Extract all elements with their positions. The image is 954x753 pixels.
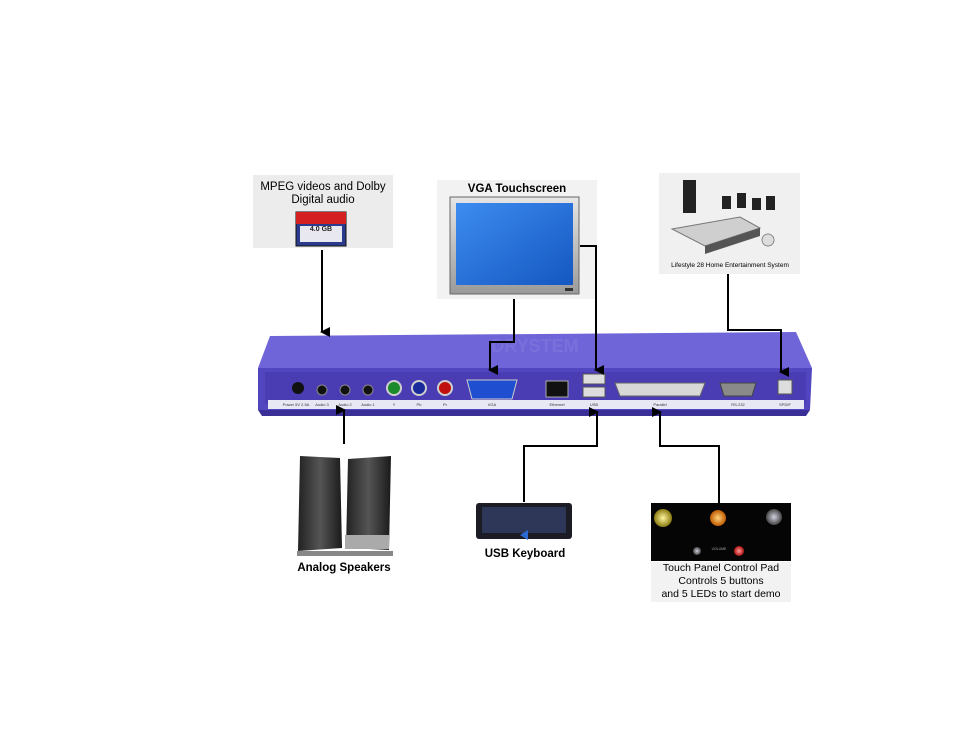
usb-keyboard-image: [476, 503, 572, 540]
touch-panel-caption-line3: and 5 LEDs to start demo: [661, 588, 781, 600]
cf-card-caption-line1: MPEG videos and Dolby: [260, 181, 386, 193]
vga-port: [466, 379, 518, 400]
parallel-port: [614, 382, 706, 397]
touch-panel-image: [651, 503, 791, 561]
volume-button: [693, 547, 701, 555]
touch-panel-caption-line2: Controls 5 buttons: [678, 575, 764, 587]
connection-arrows: [320, 245, 789, 503]
rs232-port: [719, 382, 757, 397]
component-pb-jack: [411, 380, 427, 396]
keyboard-caption: USB Keyboard: [484, 548, 566, 560]
arrow-touchscreen-usb: [580, 245, 604, 375]
ethernet-port: [545, 380, 569, 398]
usb-port-top: [582, 373, 606, 385]
cf-card-icon: [295, 211, 347, 247]
cf-card-caption: MPEG videos and Dolby Digital audio: [253, 181, 393, 207]
led-grey: [766, 509, 782, 525]
led-red: [734, 546, 744, 556]
vga-touchscreen-caption: VGA Touchscreen: [467, 183, 567, 195]
cf-card-label: 4.0 GB: [309, 226, 333, 233]
port-label: USB: [590, 402, 599, 407]
power-jack: [292, 382, 304, 394]
port-label: SPDIF: [779, 402, 791, 407]
cf-card-caption-line2: Digital audio: [291, 194, 355, 206]
cf-card-box: [253, 175, 393, 248]
vga-touchscreen-monitor: [437, 180, 597, 299]
port-label: Pb: [417, 402, 423, 407]
home-theater-image: [659, 173, 800, 274]
port-label: RS-232: [731, 402, 745, 407]
arrow-vga-to-device: [488, 299, 515, 375]
touch-panel-caption-line1: Touch Panel Control Pad: [662, 562, 780, 574]
port-label: VGA: [488, 402, 497, 407]
speakers-caption: Analog Speakers: [297, 562, 391, 574]
embedded-device: DRYSTEM: [258, 332, 812, 416]
spdif-port: [777, 379, 793, 395]
port-label: Y: [393, 402, 396, 407]
analog-speakers-image: [297, 456, 393, 556]
component-pr-jack: [437, 380, 453, 396]
touch-panel-caption: Touch Panel Control Pad Controls 5 butto…: [651, 562, 791, 602]
port-label: Ethernet: [549, 402, 565, 407]
volume-label: VOLUME: [711, 547, 727, 551]
port-label: Audio 1: [361, 402, 375, 407]
port-label: Audio 3: [315, 402, 329, 407]
led-orange: [710, 510, 726, 526]
audio1-jack: [362, 384, 374, 396]
device-embossed-logo: DRYSTEM: [491, 336, 578, 356]
arrow-keyboard-to-device: [523, 407, 599, 502]
audio3-jack: [316, 384, 328, 396]
port-label: Pr: [443, 402, 448, 407]
component-y-jack: [386, 380, 402, 396]
arrow-device-to-theater: [727, 274, 789, 377]
port-label: Parallel: [653, 402, 666, 407]
led-yellow: [654, 509, 672, 527]
home-theater-caption: Lifestyle 28 Home Entertainment System: [671, 262, 789, 269]
port-label: Power 5V 2.5A: [283, 402, 310, 407]
arrow-touchpanel-to-device: [652, 407, 720, 503]
audio2-jack: [339, 384, 351, 396]
usb-port-bottom: [582, 386, 606, 398]
port-label: Audio 2: [338, 402, 352, 407]
